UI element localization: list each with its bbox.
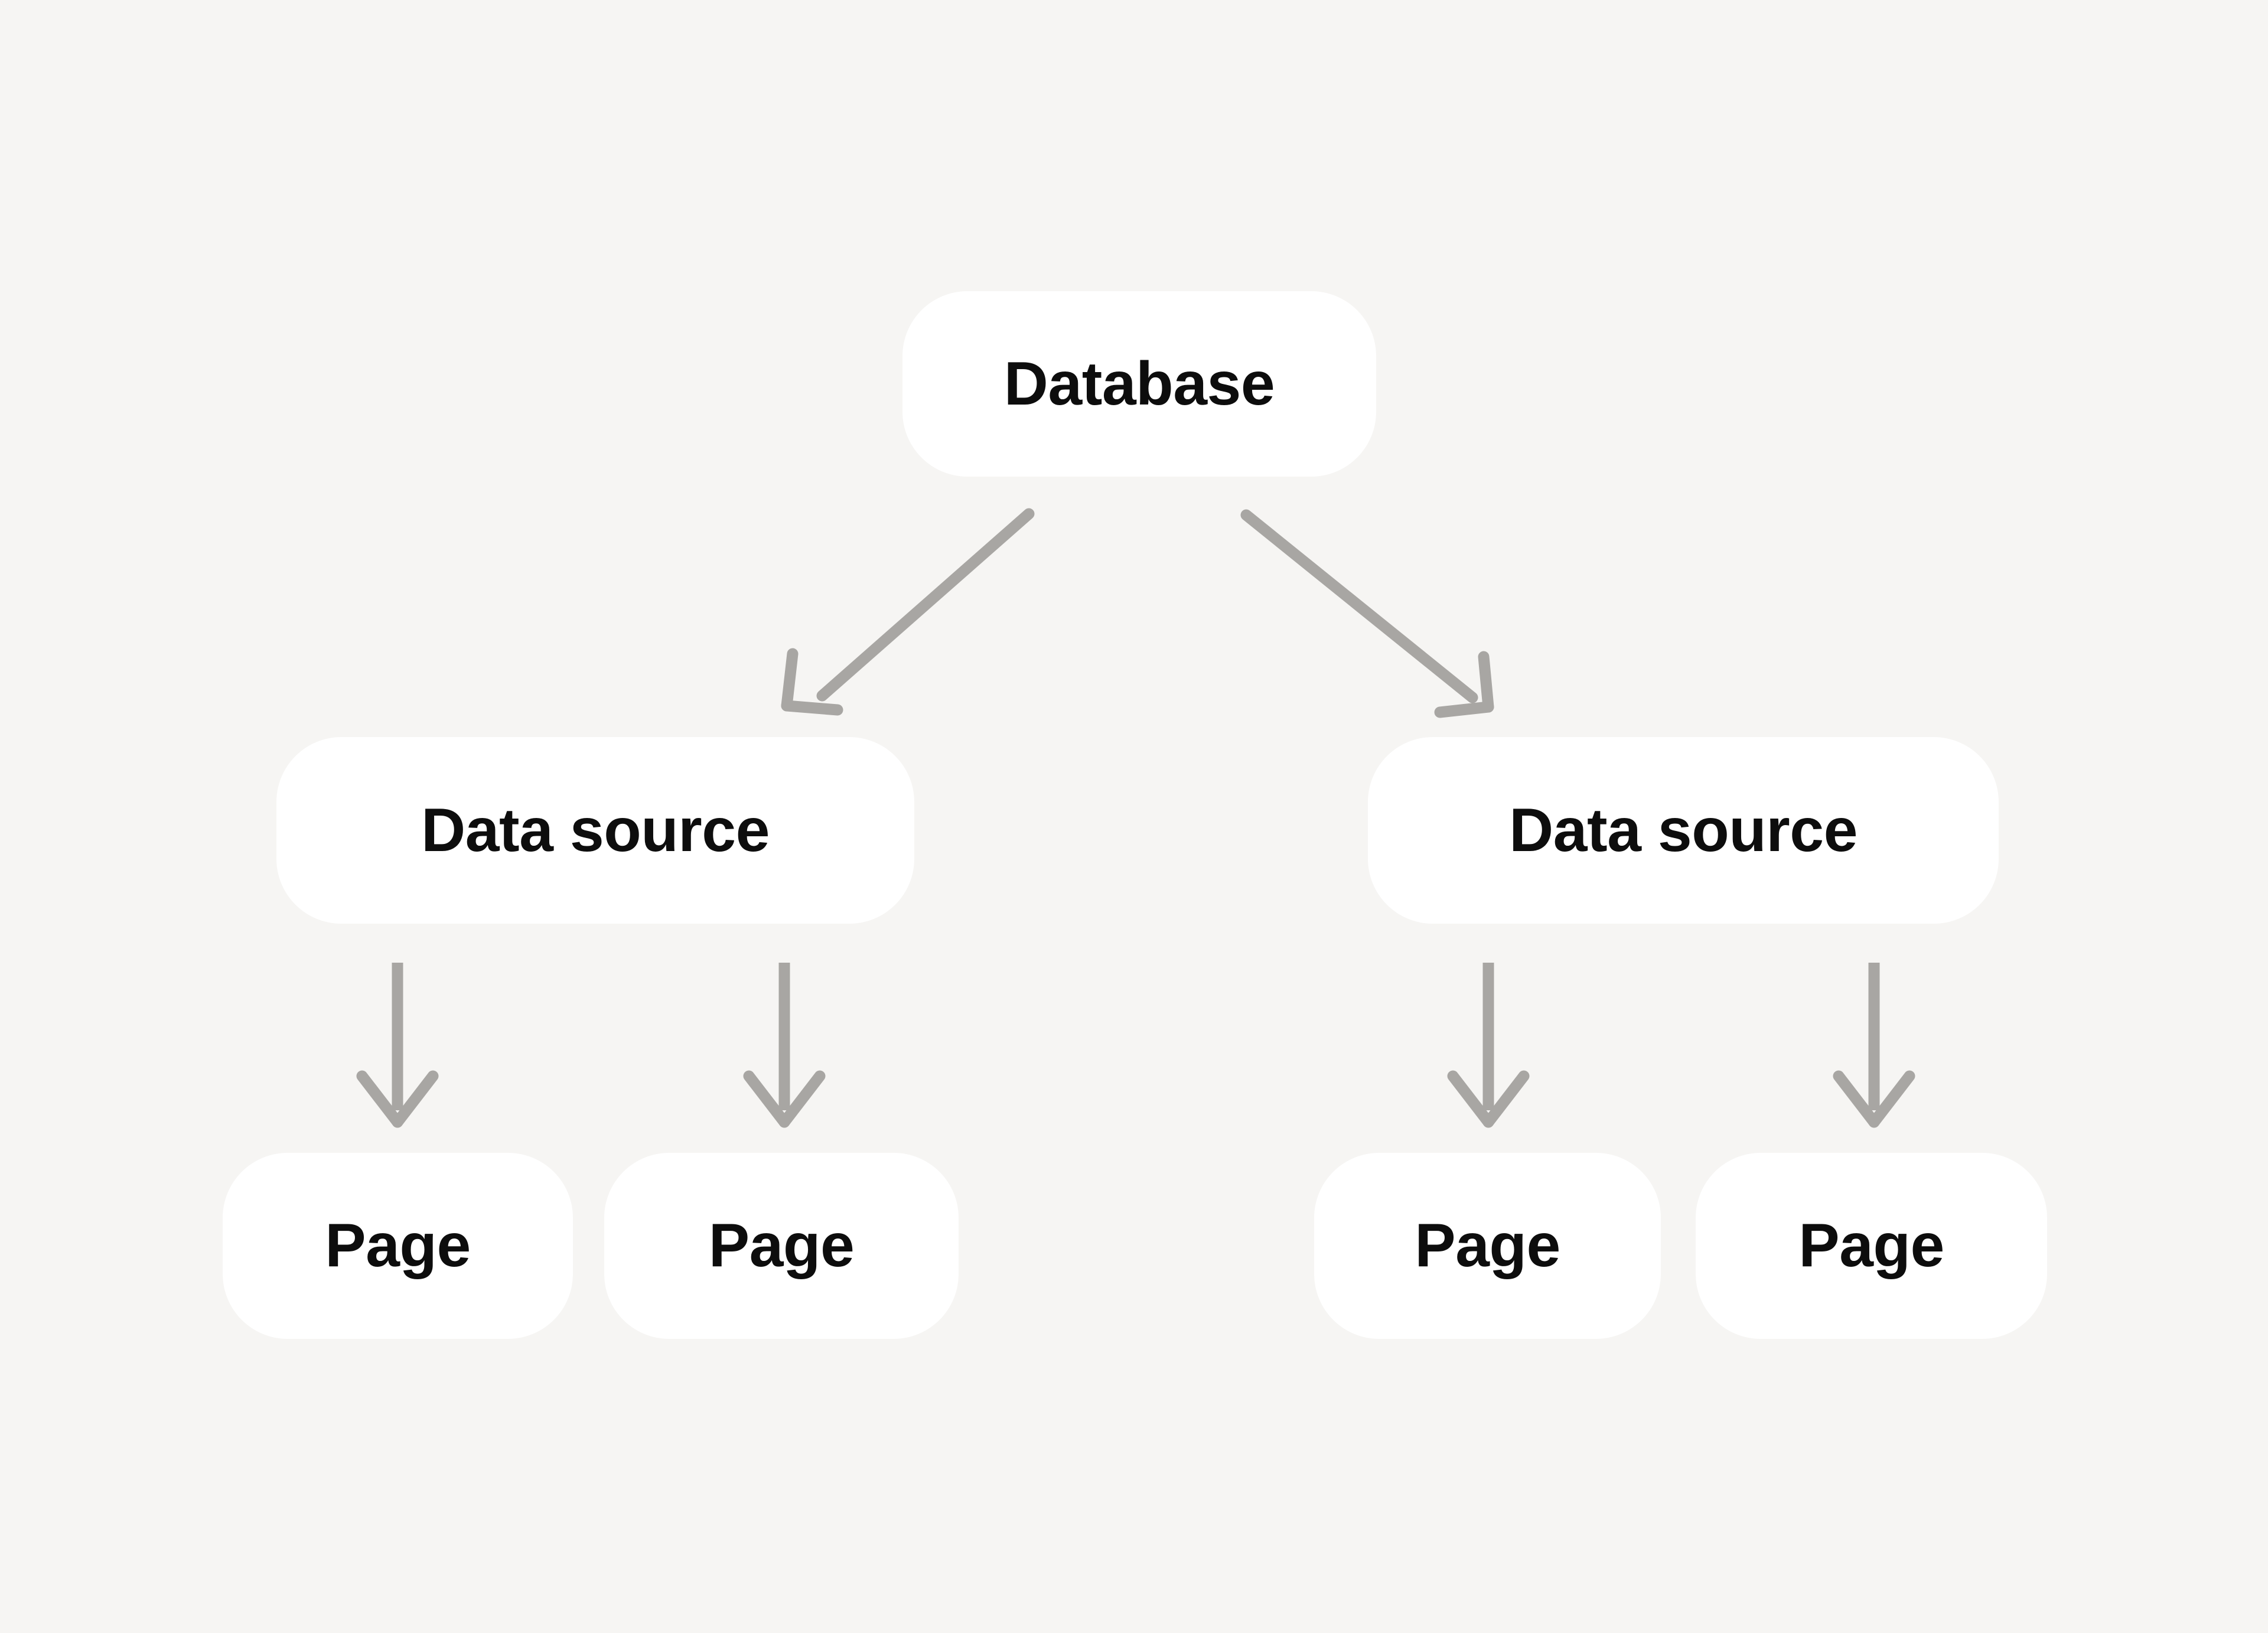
- node-data-source-left-label: Data source: [421, 796, 770, 865]
- edge-data-source-left-to-page-1: [356, 963, 439, 1128]
- node-page-4-label: Page: [1798, 1211, 1944, 1280]
- node-page-2-label: Page: [708, 1211, 855, 1280]
- edge-database-to-data-source-right: [1240, 509, 1494, 718]
- node-page-3-label: Page: [1415, 1211, 1560, 1280]
- node-data-source-left[interactable]: Data source: [276, 737, 914, 924]
- node-database[interactable]: Database: [902, 291, 1376, 477]
- node-page-1-label: Page: [325, 1211, 471, 1280]
- node-page-1[interactable]: Page: [223, 1153, 573, 1339]
- node-database-label: Database: [1003, 349, 1275, 418]
- edge-database-to-data-source-left: [781, 508, 1035, 716]
- node-data-source-right-label: Data source: [1509, 796, 1858, 865]
- edge-data-source-left-to-page-2: [743, 963, 826, 1128]
- edge-data-source-right-to-page-3: [1447, 963, 1530, 1128]
- node-page-3[interactable]: Page: [1314, 1153, 1661, 1339]
- node-page-2[interactable]: Page: [604, 1153, 959, 1339]
- node-data-source-right[interactable]: Data source: [1368, 737, 1999, 924]
- edge-data-source-right-to-page-4: [1833, 963, 1915, 1128]
- node-page-4[interactable]: Page: [1696, 1153, 2047, 1339]
